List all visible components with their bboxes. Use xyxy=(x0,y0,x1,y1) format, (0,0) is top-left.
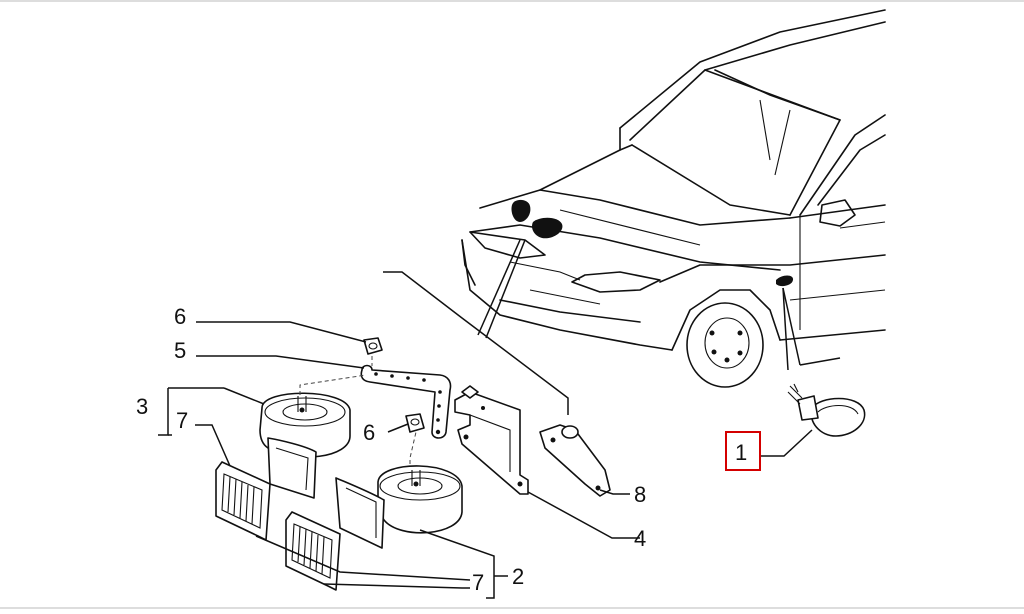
bracket-part-5 xyxy=(360,364,452,439)
callout-1-highlight-box xyxy=(725,431,761,471)
grille-part-7-upper xyxy=(215,461,271,541)
callout-8: 8 xyxy=(634,482,646,507)
callout-7-upper: 7 xyxy=(176,408,188,433)
bracket-part-8 xyxy=(539,424,611,497)
horn-part-2 xyxy=(335,465,463,549)
leader-lines xyxy=(158,321,508,599)
grille-part-7-lower xyxy=(285,511,341,591)
car-pointer-lines xyxy=(477,239,841,371)
horn-part-3 xyxy=(259,392,351,499)
callout-2: 2 xyxy=(512,564,524,589)
callout-6-mid: 6 xyxy=(363,420,375,445)
leader-4 xyxy=(527,491,640,539)
callout-6-top: 6 xyxy=(174,304,186,329)
callout-7-lower: 7 xyxy=(472,570,484,595)
car-illustration xyxy=(461,9,886,388)
callout-5: 5 xyxy=(174,338,186,363)
leader-8 xyxy=(599,489,630,495)
nut-part-6-mid xyxy=(405,413,425,433)
callout-3: 3 xyxy=(136,394,148,419)
nut-part-6-top xyxy=(363,337,383,355)
callout-4: 4 xyxy=(634,526,646,551)
group-leader-line xyxy=(383,271,569,415)
side-marker-lamp xyxy=(787,383,866,437)
dash-1 xyxy=(299,374,367,395)
mounting-bracket-part-4 xyxy=(454,385,529,495)
leader-1 xyxy=(760,429,813,457)
dash-2 xyxy=(409,431,417,478)
callout-1[interactable]: 1 xyxy=(735,440,747,465)
